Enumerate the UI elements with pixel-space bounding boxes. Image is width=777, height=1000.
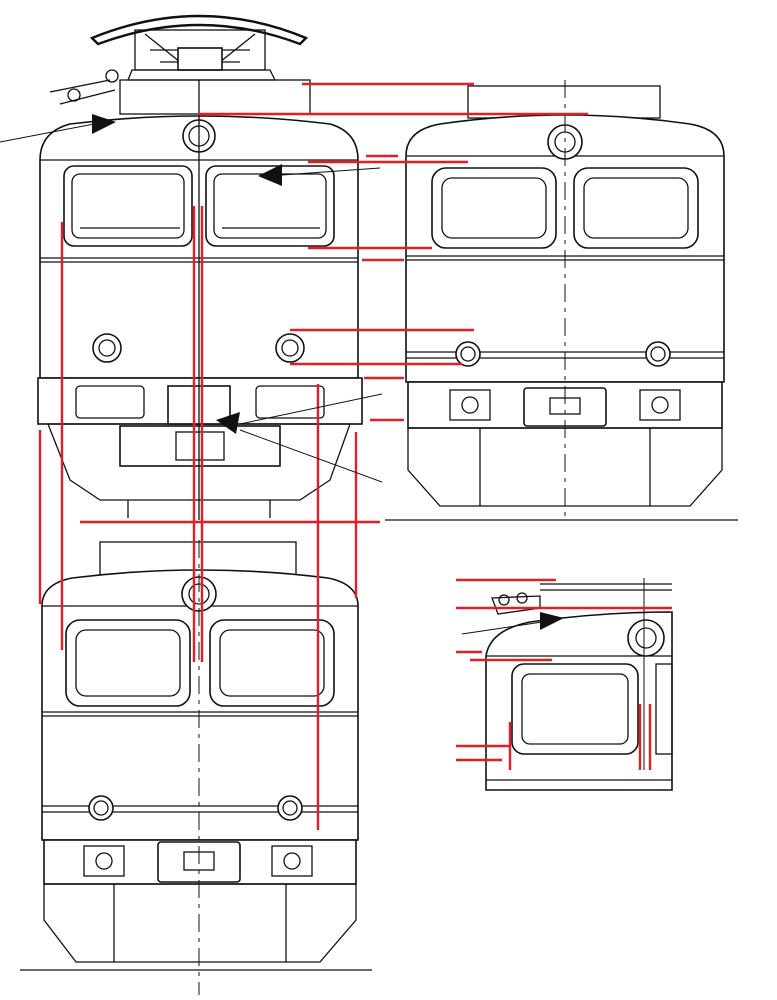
pantograph xyxy=(49,14,309,105)
left-lamp-2 xyxy=(455,341,481,367)
windshield-detail xyxy=(511,663,639,755)
arrow-detail xyxy=(540,612,564,630)
front-view-with-pantograph xyxy=(37,14,363,520)
left-lamp-3 xyxy=(88,795,114,821)
measurement-lines xyxy=(38,82,672,830)
left-windshield-3 xyxy=(65,619,191,707)
roof-block xyxy=(119,79,311,115)
arrow-coupler xyxy=(216,412,240,434)
left-windshield xyxy=(63,165,193,247)
top-headlight-detail xyxy=(627,619,665,657)
coupler xyxy=(119,425,281,467)
detail-view-partial xyxy=(485,578,673,791)
right-lamp xyxy=(275,333,305,363)
front-view-plain xyxy=(385,80,738,521)
right-windshield-2 xyxy=(573,167,699,249)
leader-annotations xyxy=(0,114,564,635)
right-windshield xyxy=(205,165,335,247)
arrow-window xyxy=(258,164,282,186)
right-windshield-3 xyxy=(209,619,335,707)
left-windshield-2 xyxy=(431,167,557,249)
right-lamp-2 xyxy=(645,341,671,367)
left-lamp xyxy=(92,333,122,363)
front-view-lower xyxy=(20,540,372,995)
arrow-left-pantograph xyxy=(92,114,116,134)
right-lamp-3 xyxy=(277,795,303,821)
